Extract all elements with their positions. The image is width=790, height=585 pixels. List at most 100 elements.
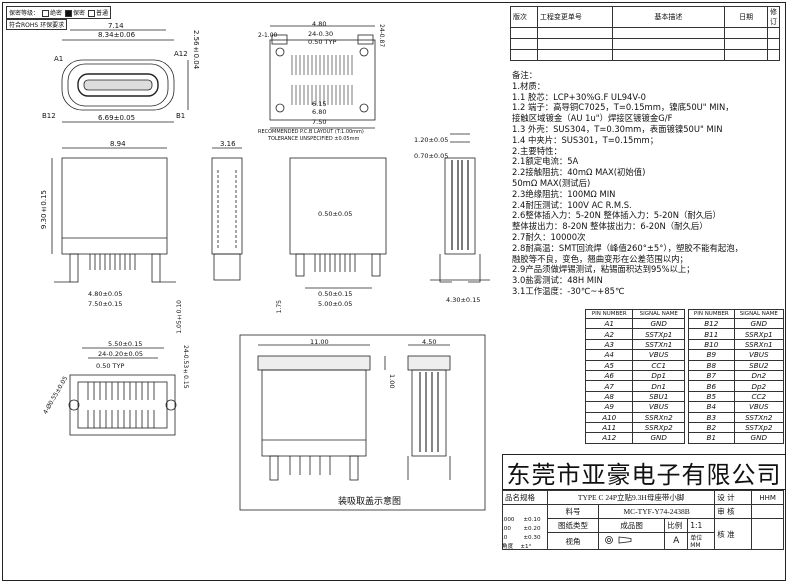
dim-label: 8.34±0.06 bbox=[98, 31, 136, 39]
note-line: 1.材质： bbox=[512, 80, 546, 91]
note-line: 2.4耐压测试：100V AC R.M.S. bbox=[512, 199, 632, 210]
note-line: 50mΩ MAX(测试后) bbox=[512, 177, 591, 188]
dim-label: 7.14 bbox=[108, 22, 124, 30]
legend-item-top-secret: 绝密 bbox=[42, 8, 62, 17]
pin-label-a12: A12 bbox=[174, 50, 188, 58]
projection-icon bbox=[605, 536, 632, 544]
legend-label: 保密等级： bbox=[9, 10, 40, 17]
tolerance-block: .000 ±0.10 .00 ±0.20 .0 ±0.30 角度 ±1° bbox=[502, 517, 541, 550]
notes-title: 备注： bbox=[512, 70, 538, 80]
title-block-table: 品名规格 TYPE C 24P立贴9.3H母座带小脚 设 计 HHM 料号 MC… bbox=[502, 490, 784, 550]
dim-label: 8.94 bbox=[110, 140, 126, 148]
dim-label: 6.69±0.05 bbox=[98, 114, 136, 122]
note-line: 2.9产品须做焊锡测试，粘锡面积达到95%以上； bbox=[512, 264, 695, 275]
note-line: 3.0盐雾测试：48H MIN bbox=[512, 275, 603, 286]
note-line: 2.8耐高温：SMT回流焊（峰值260°±5°），塑胶不能有起泡， bbox=[512, 242, 743, 253]
note-line: 融胶等不良，变色，翘曲变形在公差范围以内； bbox=[512, 253, 688, 264]
dim-label: 24-0.87 bbox=[378, 24, 385, 48]
note-line: 2.6整体插入力：5-20N 整体插入力：5-20N（耐久后） bbox=[512, 210, 721, 221]
rev-header-description: 基本描述 bbox=[611, 6, 726, 28]
rohs-badge: 符合ROHS 环保要求 bbox=[6, 19, 68, 30]
note-line: 1.3 外壳：SUS304，T=0.30mm，表面镀镍50U" MIN bbox=[512, 123, 723, 134]
legend-item-normal: 普通 bbox=[88, 8, 108, 17]
pcb-caption: TOLERANCE UNSPECIFIED ±0.05mm bbox=[268, 136, 360, 142]
dim-label: 0.50±0.05 bbox=[318, 210, 353, 218]
revision-table: 版次 工程变更单号 基本描述 日期 修订 bbox=[510, 6, 780, 61]
dim-label: 7.50 bbox=[312, 118, 327, 126]
dim-label: 4.80±0.05 bbox=[88, 290, 123, 298]
pin-label-a1: A1 bbox=[54, 55, 64, 63]
dim-label: 4.80 bbox=[312, 20, 327, 28]
dim-label: 7.50±0.15 bbox=[88, 300, 123, 308]
note-line: 2.7耐久：10000次 bbox=[512, 231, 586, 242]
drawing-type: 成品图 bbox=[597, 518, 666, 533]
rev-header-ecn: 工程变更单号 bbox=[536, 6, 613, 28]
name-label: 品名规格 bbox=[502, 490, 548, 505]
designer: HHM bbox=[751, 490, 784, 505]
dim-label: 4.50 bbox=[422, 338, 437, 346]
legend-item-confidential: 保密 bbox=[65, 8, 85, 17]
dim-label: 9.30±0.15 bbox=[40, 190, 48, 230]
note-line: 接触区域镀金（AU 1u"）焊接区镀镀金G/F bbox=[512, 113, 673, 124]
check-label: 审 核 bbox=[714, 504, 753, 519]
dim-label: 24-0.53±0.15 bbox=[182, 345, 189, 389]
dim-label: 0.70±0.05 bbox=[414, 152, 449, 160]
dim-label: 11.00 bbox=[310, 338, 329, 346]
vacuum-caption: 装吸取盖示意图 bbox=[338, 497, 402, 507]
note-line: 1.4 中夹片：SUS301，T=0.15mm； bbox=[512, 134, 659, 145]
rev-header-date: 日期 bbox=[724, 6, 768, 28]
dim-label: 3.16 bbox=[220, 140, 236, 148]
company-name: 东莞市亚豪电子有限公司 bbox=[502, 454, 786, 490]
dim-label: 5.00±0.05 bbox=[318, 300, 353, 308]
rev-header-version: 版次 bbox=[510, 6, 538, 28]
dim-label: 6.15 bbox=[312, 100, 327, 108]
dim-label: 5.50±0.15 bbox=[108, 340, 143, 348]
note-line: 整体拔出力：8-20N 整体拔出力：6-20N（耐久后） bbox=[512, 221, 708, 232]
dim-label: 1.00 bbox=[388, 374, 396, 389]
design-label: 设 计 bbox=[714, 490, 753, 505]
scale-label: 比例 bbox=[664, 518, 689, 533]
note-line: 2.主要特性： bbox=[512, 145, 562, 156]
dim-label: 2-1.00 bbox=[258, 32, 278, 39]
product-name: TYPE C 24P立贴9.3H母座带小脚 bbox=[546, 490, 716, 505]
approve-label: 核 准 bbox=[714, 518, 753, 550]
pcb-caption: RECOMMENDED P.C.B LAYOUT (T:1.00mm) bbox=[258, 129, 364, 135]
dim-label: 1.75 bbox=[276, 300, 283, 314]
dim-label: 1.20±0.05 bbox=[414, 136, 449, 144]
dim-label: 1.05±0.10 bbox=[176, 300, 183, 334]
pin-label-b12: B12 bbox=[42, 112, 56, 120]
view-cell: 视角 bbox=[547, 532, 599, 550]
dim-label: 24-0.20±0.05 bbox=[98, 350, 144, 358]
dim-label: 0.50±0.15 bbox=[318, 290, 353, 298]
dim-label: 6.80 bbox=[312, 108, 327, 116]
pin-label-b1: B1 bbox=[176, 112, 186, 120]
notes-block: 备注： 1.材质： 1.1 胶芯：LCP+30%G.F UL94V-0 1.2 … bbox=[512, 70, 743, 297]
sheet-size: A bbox=[664, 532, 689, 550]
dim-label: 4.30±0.15 bbox=[446, 296, 481, 304]
rev-header-revise: 修订 bbox=[767, 6, 780, 28]
security-legend: 保密等级： 绝密 保密 普通 bbox=[6, 6, 112, 19]
dim-label: 0.50 TYP bbox=[96, 362, 125, 370]
